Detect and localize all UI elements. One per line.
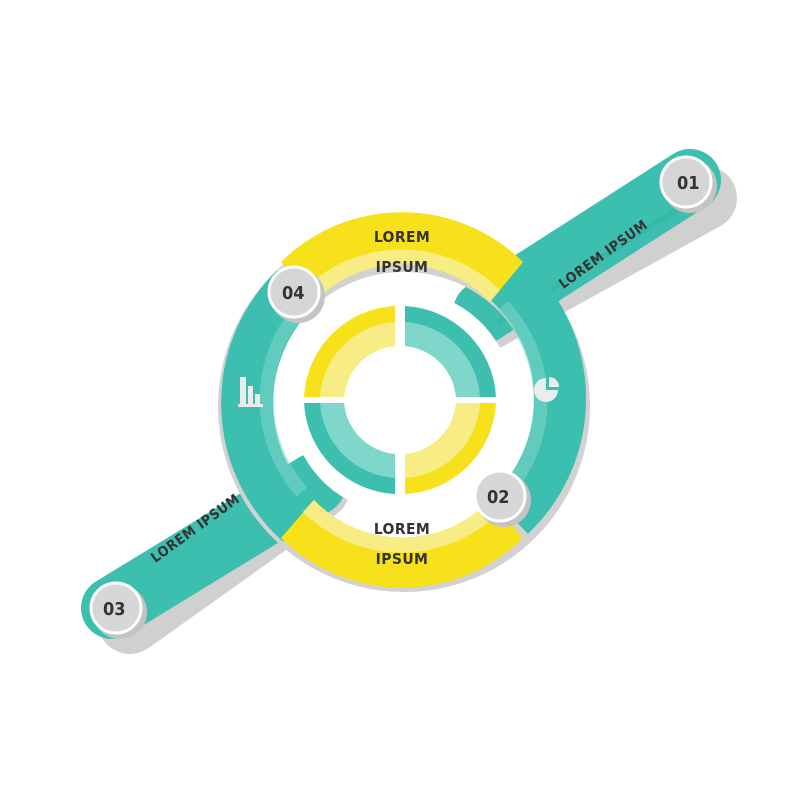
step-04-label-line2: IPSUM <box>376 258 429 276</box>
pie-chart-icon <box>534 377 559 402</box>
step-01-number: 01 <box>677 173 700 194</box>
outer-ring-yellow-bottom <box>281 500 523 588</box>
step-04-label-line1: LOREM <box>374 228 430 246</box>
step-02-badge: 02 <box>473 469 531 527</box>
step-04-badge: 04 <box>267 265 325 323</box>
step-03-badge: 03 <box>89 581 147 639</box>
bar-chart-icon <box>238 377 263 407</box>
step-02-number: 02 <box>487 487 510 508</box>
step-02-label-line1: LOREM <box>374 520 430 538</box>
step-04-number: 04 <box>282 283 305 304</box>
step-01-badge: 01 <box>659 155 717 213</box>
outer-ring-yellow-top <box>281 212 523 302</box>
step-03-number: 03 <box>103 599 126 620</box>
step-02-label-line2: IPSUM <box>376 550 429 568</box>
inner-ring <box>304 306 496 494</box>
